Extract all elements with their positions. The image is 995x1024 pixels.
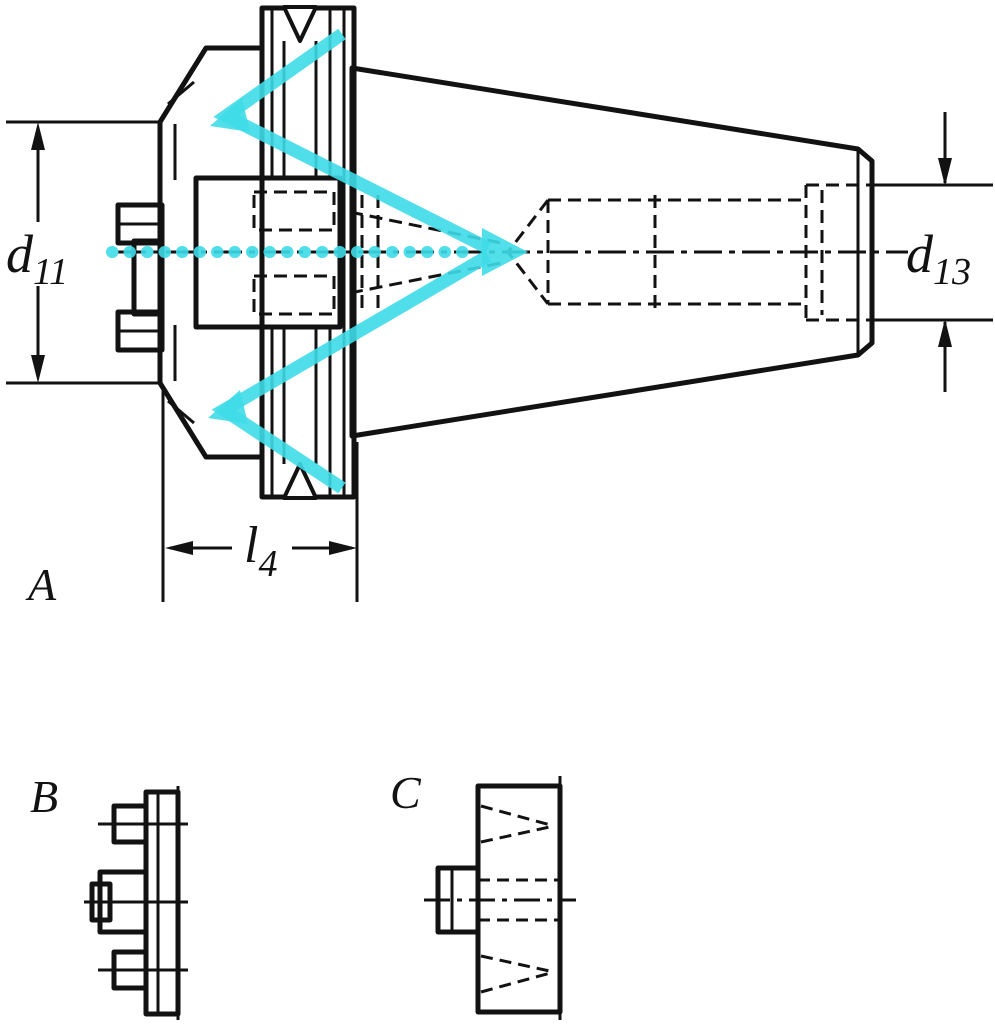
l4-arrow-right	[329, 541, 357, 555]
d13-arrow-down	[938, 158, 952, 186]
labels: d11 d13 l4 A B C	[6, 224, 971, 822]
notch-top	[282, 5, 318, 43]
view-c-label: C	[390, 767, 422, 818]
dim-l4-label: l4	[244, 517, 277, 585]
ring-notches	[282, 5, 318, 500]
view-c-solids	[435, 783, 563, 1015]
view-c-hidden-line	[480, 824, 555, 844]
view-b-label: B	[30, 771, 58, 822]
d11-arrow-up	[31, 122, 45, 150]
coolant-arrowheads	[208, 98, 528, 424]
view-c-hidden	[478, 804, 560, 994]
dimension-lines	[6, 112, 993, 602]
view-b-lines	[84, 786, 188, 1020]
dim-d11-label: d11	[6, 224, 68, 293]
d11-arrow-down	[31, 355, 45, 383]
drawing-root: d11 d13 l4 A B C	[6, 5, 993, 1020]
dim-d11-symbol: d	[6, 224, 34, 284]
view-a-label: A	[25, 559, 57, 610]
thread-hidden-rect	[252, 190, 336, 232]
dimension-arrows	[31, 122, 952, 555]
dim-l4-subscript: 4	[258, 543, 277, 585]
view-c-hidden-line	[480, 954, 555, 974]
coolant-arrow-main	[482, 228, 528, 276]
coolant-path-upper	[213, 28, 491, 254]
dim-d13-symbol: d	[906, 224, 934, 284]
coolant-arrow-top-bend	[210, 98, 250, 132]
flange-tick	[167, 80, 195, 106]
notch-bottom	[282, 462, 318, 500]
view-c-hidden-line	[480, 804, 555, 828]
thread-hidden-rect	[252, 274, 336, 316]
l4-arrow-left	[165, 541, 193, 555]
flange-tick	[167, 399, 195, 425]
dim-d13-label: d13	[906, 224, 971, 293]
coolant-arrow-bottom-bend	[208, 390, 248, 424]
dim-d11-subscript: 11	[33, 251, 68, 293]
view-c-hidden-line	[480, 970, 555, 994]
d13-arrow-up	[938, 319, 952, 347]
dim-l4-symbol: l	[244, 517, 258, 574]
dim-d13-subscript: 13	[933, 251, 971, 293]
view-c-lines	[450, 776, 562, 1020]
